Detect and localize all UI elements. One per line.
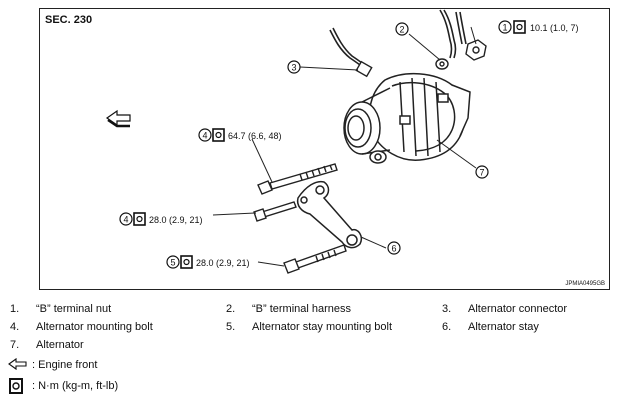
torque-wrench-icon [212, 128, 225, 142]
alternator-mounting-bolt-short [253, 201, 297, 222]
svg-text:6: 6 [391, 244, 396, 254]
legend-item: 1.“B” terminal nut [10, 303, 112, 315]
callout-1: 1 10.1 (1.0, 7) [498, 20, 579, 34]
engine-front-arrow-icon [105, 109, 131, 128]
figure-code: JPMIA0495GB [565, 281, 605, 287]
svg-text:28.0 (2.9, 21): 28.0 (2.9, 21) [149, 215, 203, 225]
legend-item: 5.Alternator stay mounting bolt [226, 321, 393, 333]
alternator-diagram: SEC. 230 JPMIA0495GB [45, 9, 605, 287]
legend-item: 6.Alternator stay [442, 321, 539, 333]
svg-text:10.1 (1.0, 7): 10.1 (1.0, 7) [530, 23, 579, 33]
diagram-frame [39, 8, 610, 290]
torque-wrench-icon [513, 20, 526, 34]
callout-6: 6 [387, 241, 401, 255]
svg-text:4: 4 [202, 131, 207, 141]
svg-text:3: 3 [291, 63, 296, 73]
torque-wrench-icon [180, 255, 193, 269]
torque-wrench-icon [133, 212, 146, 226]
legend-item: 7.Alternator [10, 339, 84, 351]
engine-front-legend: : Engine front [0, 357, 300, 375]
alternator-stay-mounting-bolt [283, 244, 347, 274]
legend-item: 4.Alternator mounting bolt [10, 321, 153, 333]
torque-unit-legend: : N·m (kg-m, ft-lb) [0, 378, 300, 396]
callout-4-upper: 4 64.7 (6.6, 48) [198, 128, 282, 142]
alternator-stay [296, 180, 363, 249]
b-terminal-nut [465, 39, 487, 61]
svg-text:4: 4 [123, 215, 128, 225]
leader-lines [212, 26, 477, 267]
legend-row: 4.Alternator mounting bolt 5.Alternator … [0, 321, 629, 337]
torque-wrench-icon [9, 378, 23, 394]
svg-text:28.0 (2.9, 21): 28.0 (2.9, 21) [196, 258, 250, 268]
svg-text:64.7 (6.6, 48): 64.7 (6.6, 48) [228, 131, 282, 141]
callout-4-lower: 4 28.0 (2.9, 21) [119, 212, 203, 226]
callout-7: 7 [475, 165, 489, 179]
svg-text:1: 1 [502, 23, 507, 33]
alternator-connector [355, 60, 373, 78]
callout-3: 3 [287, 60, 301, 74]
svg-text:2: 2 [399, 25, 404, 35]
arrow-engine-front-icon [8, 357, 27, 371]
alternator-body [343, 72, 471, 164]
svg-text:5: 5 [170, 258, 175, 268]
legend-item: 2.“B” terminal harness [226, 303, 352, 315]
svg-text:7: 7 [479, 168, 484, 178]
callout-5: 5 28.0 (2.9, 21) [166, 255, 250, 269]
alternator-mounting-bolt-long [257, 163, 338, 195]
b-terminal-ring [435, 58, 449, 70]
section-label: SEC. 230 [45, 14, 92, 26]
legend-item: 3.Alternator connector [442, 303, 568, 315]
legend-row: 1.“B” terminal nut 2.“B” terminal harnes… [0, 303, 629, 319]
legend-row: 7.Alternator [0, 339, 629, 355]
callout-2: 2 [395, 22, 409, 36]
